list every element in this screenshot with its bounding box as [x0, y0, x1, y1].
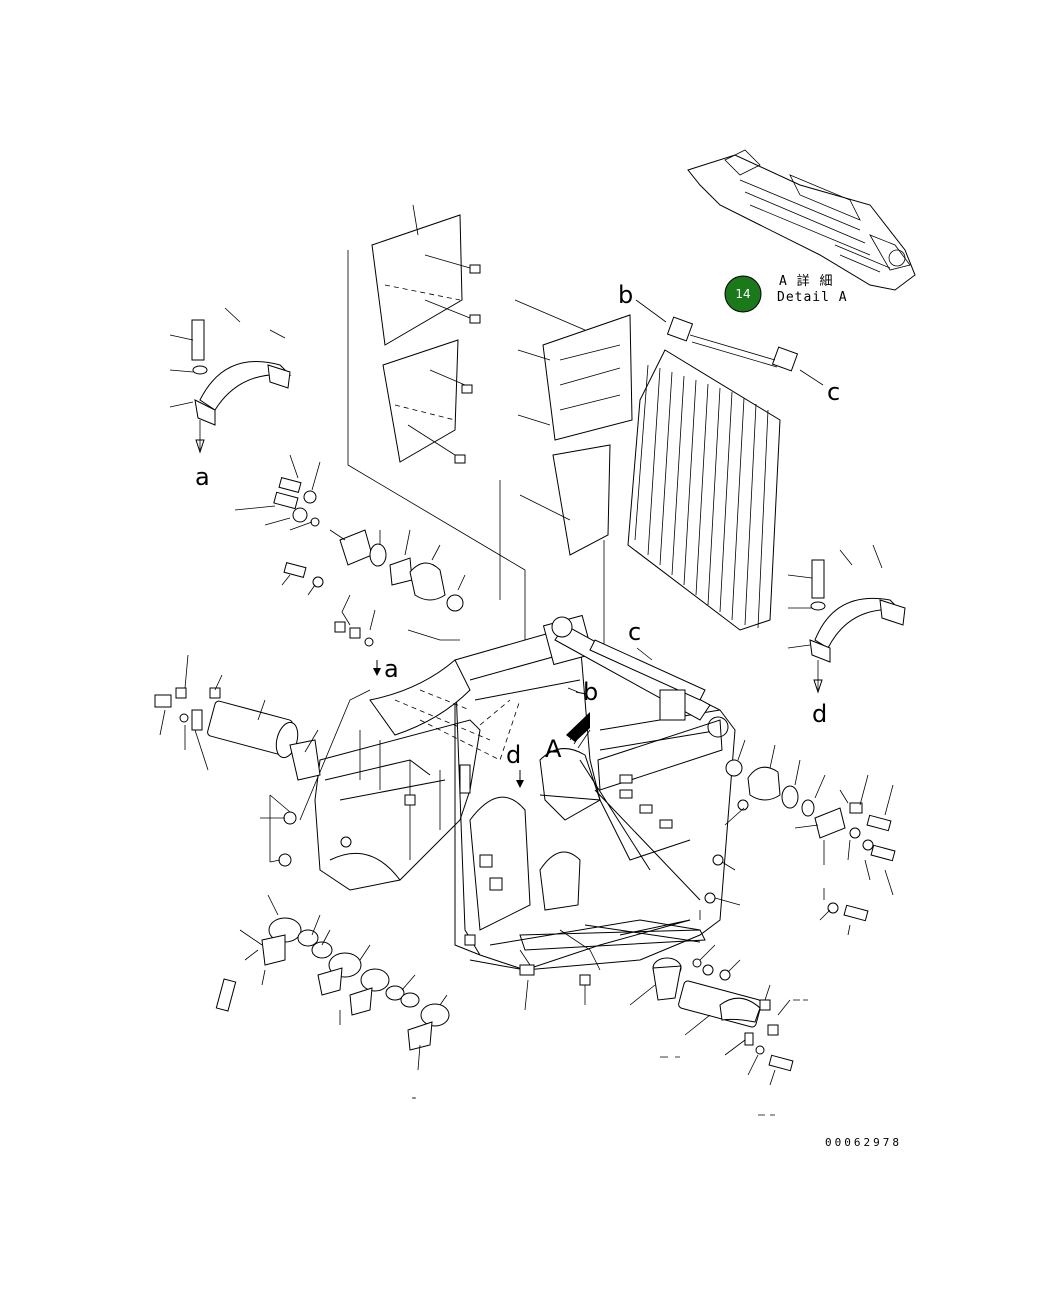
label-b-top: b [618, 281, 633, 309]
grille-assembly [627, 299, 824, 631]
label-A-view: A [545, 735, 562, 763]
left-saddle-clamp [169, 307, 292, 454]
label-a-mid: a [384, 655, 399, 683]
right-saddle-clamp [787, 544, 906, 694]
main-frame [454, 614, 736, 971]
detail-a-english: Detail A [777, 290, 848, 305]
label-c-right: c [827, 378, 840, 406]
label-d-mid: d [506, 741, 521, 769]
drawing-number: 00062978 [825, 1136, 902, 1149]
label-a-top: a [195, 463, 210, 491]
callout-14-marker[interactable]: 14 [724, 275, 762, 313]
left-frame-extension [299, 659, 521, 891]
label-d-right: d [812, 700, 827, 728]
label-c-mid: c [628, 618, 641, 646]
bottom-right-pin [412, 944, 808, 1116]
right-cover-panels [499, 299, 633, 760]
right-hub-parts [699, 739, 896, 936]
callout-14-circle[interactable] [724, 275, 762, 313]
callout-14-number[interactable]: 14 [735, 287, 750, 301]
detail-a-japanese: A 詳 細 [779, 273, 833, 289]
bottom-left-sleeves [215, 894, 450, 1099]
view-direction-arrow [566, 712, 591, 749]
left-pin-assembly [154, 654, 321, 781]
left-mount-parts [234, 454, 466, 647]
label-b-mid: b [583, 678, 598, 706]
left-cover-panels [347, 204, 526, 640]
detail-a-view [687, 149, 916, 291]
left-bracket-parts [260, 794, 352, 867]
